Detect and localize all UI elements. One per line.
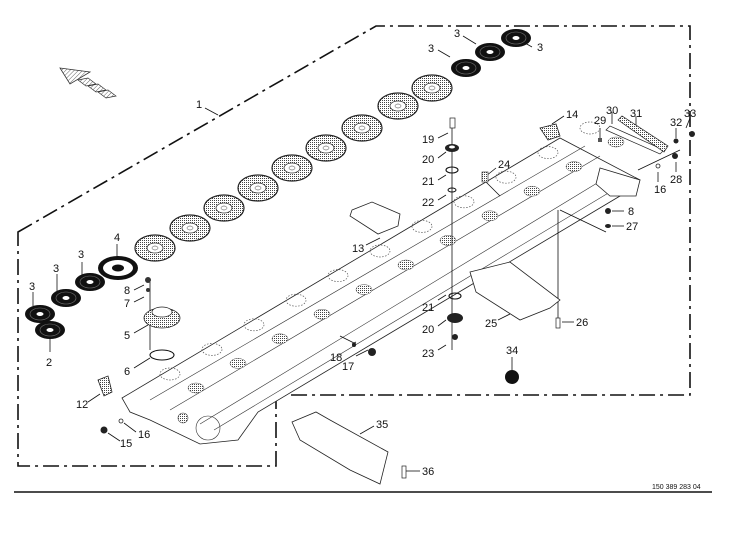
bar-hole <box>397 259 415 271</box>
callout-25: 25 <box>485 318 497 330</box>
knife-mount <box>495 170 517 184</box>
bar-hole <box>439 235 457 246</box>
o-ring <box>149 349 175 361</box>
cutter-bar-details <box>159 121 625 394</box>
marker-ball <box>505 370 519 384</box>
callout-16: 16 <box>654 184 666 196</box>
knife-mount <box>327 269 349 282</box>
spacer-disc <box>475 43 505 61</box>
callout-35: 35 <box>376 419 388 431</box>
callout-36: 36 <box>422 466 434 478</box>
gear-train <box>25 29 531 339</box>
spacer-disc <box>51 289 81 307</box>
bar-hole <box>229 358 247 369</box>
callout-30: 30 <box>606 105 618 117</box>
knife-mount <box>369 244 391 258</box>
callout-4: 4 <box>114 232 120 244</box>
knife-mount <box>159 367 181 381</box>
knife-mount <box>453 195 475 209</box>
idler-gear <box>169 214 211 242</box>
callout-3: 3 <box>29 281 35 293</box>
spacer-disc <box>35 321 65 339</box>
callout-15: 15 <box>120 438 132 450</box>
callout-3: 3 <box>428 43 434 55</box>
knife-mount <box>411 220 433 233</box>
callout-34: 34 <box>506 345 518 357</box>
callout-1: 1 <box>196 99 202 111</box>
callout-19: 19 <box>422 134 434 146</box>
spacer-disc <box>451 59 481 77</box>
outer-skid-shield <box>291 411 389 485</box>
callout-8: 8 <box>124 285 130 297</box>
small-parts <box>97 115 695 485</box>
knife-mount <box>285 293 307 307</box>
bar-hole <box>565 161 583 172</box>
callout-20: 20 <box>422 154 434 166</box>
callout-5: 5 <box>124 330 130 342</box>
callout-28: 28 <box>670 174 682 186</box>
idler-gear <box>134 234 176 262</box>
knife-mount <box>537 146 559 159</box>
callout-13: 13 <box>352 243 364 255</box>
callout-31: 31 <box>630 108 642 120</box>
callout-3: 3 <box>537 42 543 54</box>
spacer-disc <box>25 305 55 323</box>
bar-hole <box>271 333 289 345</box>
spacer-disc <box>75 273 105 291</box>
document-number: 150 389 283 04 <box>652 484 701 491</box>
callout-6: 6 <box>124 366 130 378</box>
callout-32: 32 <box>670 117 682 129</box>
callout-17: 17 <box>342 361 354 373</box>
idler-gear <box>271 154 313 182</box>
idler-gear <box>237 174 279 202</box>
callout-18: 18 <box>330 352 342 364</box>
bar-hole <box>355 284 373 295</box>
callout-7: 7 <box>124 298 130 310</box>
spacer-disc <box>501 29 531 47</box>
skid-shield <box>469 261 561 321</box>
callout-26: 26 <box>576 317 588 329</box>
callout-21: 21 <box>422 176 434 188</box>
cutter-bar-frame <box>121 137 641 445</box>
callout-3: 3 <box>454 28 460 40</box>
callout-21: 21 <box>422 302 434 314</box>
callout-3: 3 <box>78 249 84 261</box>
callout-24: 24 <box>498 159 510 171</box>
callout-33: 33 <box>684 108 696 120</box>
callout-29: 29 <box>594 115 606 127</box>
callout-23: 23 <box>422 348 434 360</box>
callout-2: 2 <box>46 357 52 369</box>
idler-gear <box>411 74 453 102</box>
assembly-boundary <box>17 25 691 467</box>
bar-hole <box>187 382 205 394</box>
callout-8: 8 <box>628 206 634 218</box>
travel-direction-arrow-icon <box>59 67 117 99</box>
knife-mount <box>201 343 223 356</box>
idler-gear <box>377 92 419 120</box>
drive-gear <box>98 256 138 280</box>
bar-hole <box>481 210 499 222</box>
callout-14: 14 <box>566 109 578 121</box>
idler-gear <box>305 134 347 162</box>
bar-hole <box>313 308 331 320</box>
idler-gear <box>341 114 383 142</box>
bar-hole <box>607 136 625 148</box>
callout-labels: 1 2 3 3 3 3 3 3 4 5 6 7 8 8 12 13 14 15 … <box>29 28 696 478</box>
guard-part <box>349 201 401 235</box>
bar-hole <box>523 185 541 197</box>
callout-22: 22 <box>422 197 434 209</box>
callout-16: 16 <box>138 429 150 441</box>
callout-3: 3 <box>53 263 59 275</box>
callout-12: 12 <box>76 399 88 411</box>
knife-mount <box>243 318 265 332</box>
callout-27: 27 <box>626 221 638 233</box>
idler-gear <box>203 194 245 222</box>
callout-20: 20 <box>422 324 434 336</box>
